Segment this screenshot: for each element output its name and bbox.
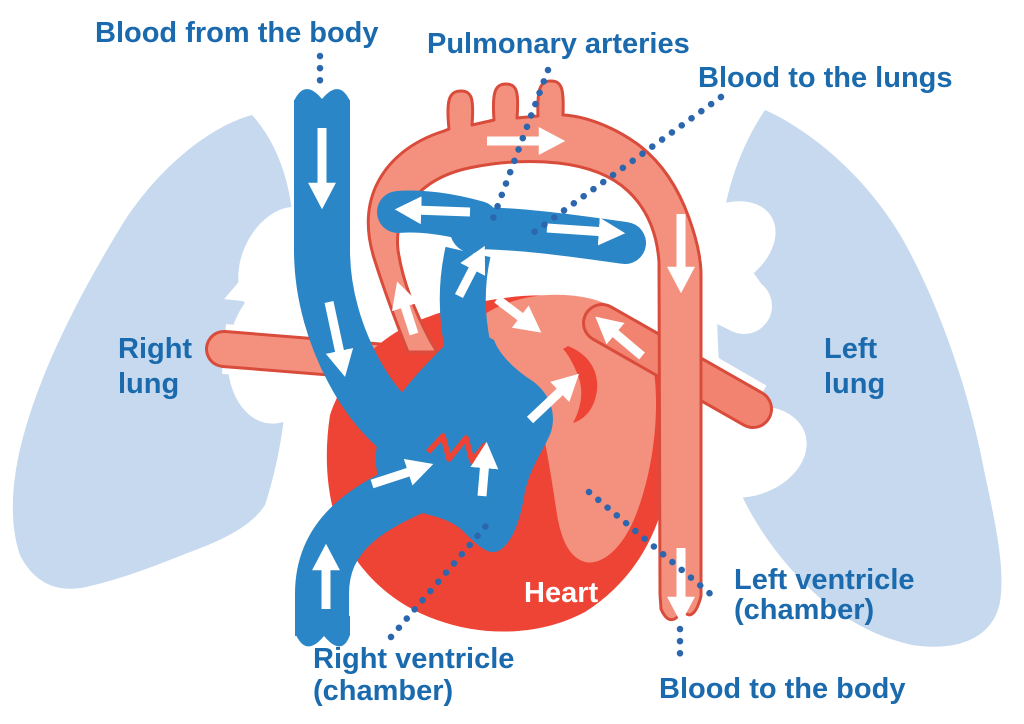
label-right-lung-line2: lung — [118, 368, 179, 400]
flow-arrow-left-atrium — [494, 295, 542, 333]
flow-arrow-pa-left — [394, 196, 471, 225]
flow-arrow-ivc-diagonal — [370, 458, 434, 489]
leader-right-ventricle — [387, 522, 490, 641]
inferior-vena-cava-cap — [296, 616, 350, 647]
label-blood-from-body: Blood from the body — [95, 17, 379, 49]
leader-left-ventricle — [585, 488, 718, 601]
leader-lines — [316, 52, 725, 669]
label-left-ventricle-line1: Left ventricle — [734, 564, 915, 596]
label-blood-to-body: Blood to the body — [659, 673, 905, 705]
flow-arrow-pa-trunk-up — [454, 245, 486, 299]
flow-arrow-left-ventricle-up — [526, 373, 580, 424]
label-left-lung-line2: lung — [824, 368, 885, 400]
label-blood-to-lungs: Blood to the lungs — [698, 62, 953, 94]
flow-arrow-svc-lower — [324, 301, 354, 377]
flow-arrow-pulmonary-vein-in — [595, 316, 645, 360]
right-lung-shape — [12, 115, 294, 589]
label-left-ventricle-line2: (chamber) — [734, 594, 874, 626]
flow-arrow-right-ventricle-up — [470, 441, 499, 497]
superior-vena-cava-cap — [294, 89, 350, 118]
flow-arrow-into-left-lung — [700, 252, 765, 289]
aorta-shape — [366, 79, 703, 622]
label-right-lung-line1: Right — [118, 333, 192, 365]
left-atrium-fold — [563, 346, 598, 423]
flow-arrow-ascending-aorta — [391, 281, 419, 336]
label-left-lung-line1: Left — [824, 333, 878, 365]
flow-arrows — [224, 127, 773, 624]
left-ventricle-chamber-shape — [474, 294, 657, 563]
flow-arrow-into-right-lung — [224, 269, 289, 303]
flow-arrow-out-of-right-lung — [270, 381, 318, 424]
left-lung-shape — [716, 110, 1002, 647]
flow-arrow-out-of-left-lung — [710, 426, 773, 463]
leader-blood-to-lungs — [526, 93, 725, 239]
flow-arrow-pa-right — [546, 217, 626, 246]
label-right-ventricle-line2: (chamber) — [313, 675, 453, 707]
label-pulmonary-arteries: Pulmonary arteries — [427, 28, 690, 60]
label-heart: Heart — [524, 577, 598, 609]
label-right-ventricle-line1: Right ventricle — [313, 643, 514, 675]
leader-pulmonary-arteries — [487, 66, 552, 228]
